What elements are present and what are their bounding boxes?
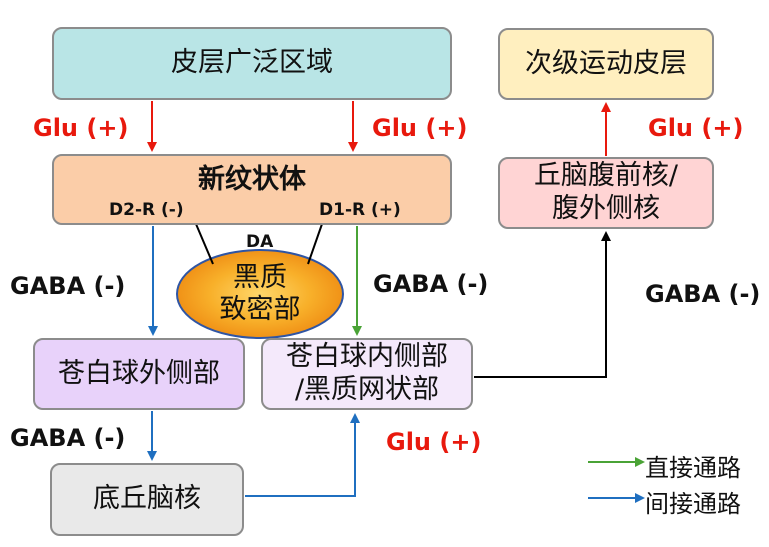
d2r-label: D2-R (-) xyxy=(109,200,184,220)
thalamus-label-line1: 丘脑腹前核/ xyxy=(533,160,679,192)
legend-direct-label: 直接通路 xyxy=(645,454,741,482)
snc-label-line1: 黑质 xyxy=(233,262,287,294)
arrow-stn-gpi xyxy=(245,413,360,497)
striatum-label: 新纹状体 xyxy=(198,164,306,195)
gaba-label-left: GABA (-) xyxy=(10,272,126,300)
sma-box: 次级运动皮层 xyxy=(498,28,714,100)
snc-label: 黑质 致密部 xyxy=(182,260,338,328)
gaba-label-right: GABA (-) xyxy=(645,280,761,308)
da-line-right xyxy=(307,223,323,265)
gpe-label: 苍白球外侧部 xyxy=(58,357,220,389)
glu-label-left: Glu (+) xyxy=(33,114,129,142)
gpi-box: 苍白球内侧部 /黑质网状部 xyxy=(261,338,473,410)
thalamus-label-line2: 腹外侧核 xyxy=(551,193,660,224)
thalamus-box: 丘脑腹前核/ 腹外侧核 xyxy=(498,157,714,229)
da-label: DA xyxy=(246,232,274,252)
sma-label: 次级运动皮层 xyxy=(525,47,687,79)
snc-ellipse xyxy=(176,249,344,339)
gpi-label-line2: /黑质网状部 xyxy=(294,374,440,405)
stn-label: 底丘脑核 xyxy=(93,483,201,515)
glu-label-stn: Glu (+) xyxy=(386,428,482,456)
striatum-box: 新纹状体 D2-R (-) D1-R (+) xyxy=(52,154,452,225)
da-line-left xyxy=(195,223,214,265)
gpe-box: 苍白球外侧部 xyxy=(33,338,245,410)
gaba-label-gpe: GABA (-) xyxy=(10,424,126,452)
arrow-gpi-thalamus xyxy=(474,231,611,378)
gpi-label-line1: 苍白球内侧部 xyxy=(286,341,448,373)
stn-box: 底丘脑核 xyxy=(50,463,244,536)
cortex-label: 皮层广泛区域 xyxy=(171,47,333,79)
cortex-box: 皮层广泛区域 xyxy=(52,27,452,100)
d1r-label: D1-R (+) xyxy=(319,200,401,220)
glu-label-right: Glu (+) xyxy=(372,114,468,142)
gaba-label-mid: GABA (-) xyxy=(373,270,489,298)
legend-indirect-label: 间接通路 xyxy=(645,490,741,518)
snc-label-line2: 致密部 xyxy=(219,294,301,325)
glu-label-sma: Glu (+) xyxy=(648,114,744,142)
